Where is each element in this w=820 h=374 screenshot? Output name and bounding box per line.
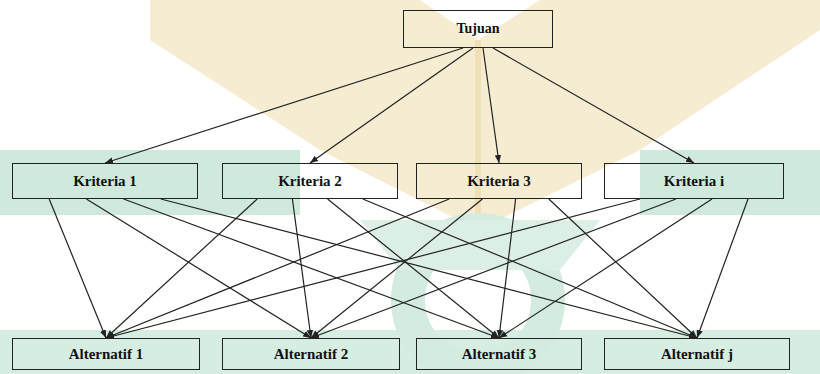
arrow-connector — [499, 199, 712, 338]
arrow-connector — [106, 199, 449, 338]
node-label: Kriteria 2 — [278, 173, 342, 190]
arrow-connector — [106, 199, 640, 338]
arrow-connector — [499, 199, 516, 338]
node-label: Alternatif j — [661, 346, 733, 363]
criteria-box: Kriteria 3 — [416, 163, 582, 199]
arrow-connector — [124, 199, 499, 338]
arrow-connector — [105, 48, 463, 163]
alternative-box: Alternatif 3 — [416, 338, 582, 370]
node-label: Kriteria 1 — [73, 173, 137, 190]
arrow-connector — [697, 199, 748, 338]
criteria-box: Kriteria 2 — [222, 163, 398, 199]
arrow-connector — [292, 199, 311, 338]
alternative-box: Alternatif j — [604, 338, 790, 370]
alternative-box: Alternatif 2 — [222, 338, 400, 370]
arrow-connector — [49, 199, 106, 338]
goal-box: Tujuan — [403, 10, 553, 48]
node-label: Kriteria i — [664, 173, 724, 190]
alternative-box: Alternatif 1 — [12, 338, 200, 370]
arrow-connector — [493, 48, 694, 163]
node-label: Alternatif 3 — [462, 346, 537, 363]
node-label: Alternatif 2 — [274, 346, 349, 363]
criteria-box: Kriteria 1 — [12, 163, 198, 199]
arrow-connector — [483, 48, 499, 163]
arrow-connector — [161, 199, 697, 338]
arrow-connector — [310, 48, 473, 163]
watermark-band — [0, 150, 300, 215]
arrow-connector — [106, 199, 257, 338]
arrow-connector — [311, 199, 676, 338]
node-label: Tujuan — [456, 21, 499, 37]
node-label: Alternatif 1 — [69, 346, 144, 363]
node-label: Kriteria 3 — [467, 173, 531, 190]
arrow-connector — [311, 199, 482, 338]
criteria-box: Kriteria i — [604, 163, 784, 199]
watermark-band — [640, 150, 820, 215]
